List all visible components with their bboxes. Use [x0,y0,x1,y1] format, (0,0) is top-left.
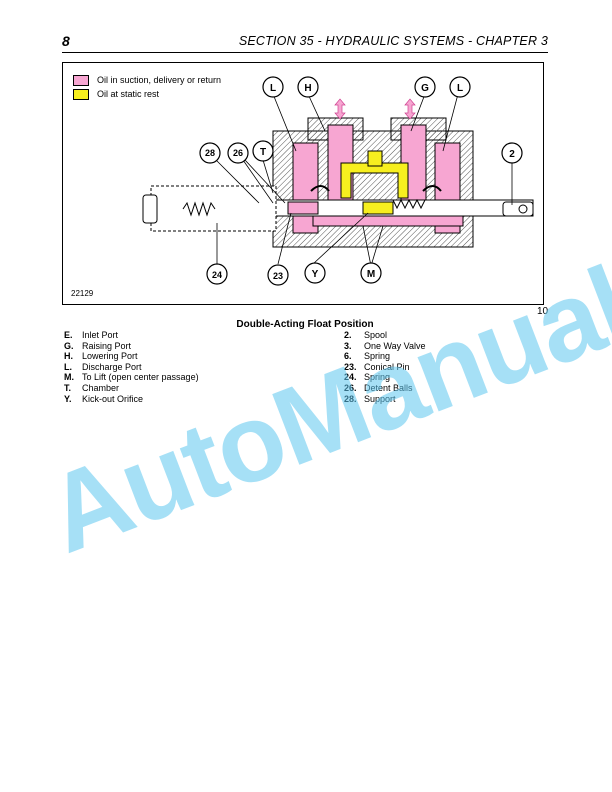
section-title: SECTION 35 - HYDRAULIC SYSTEMS - CHAPTER… [238,34,548,48]
callout-23: 23 [267,264,289,286]
key-row: 23.Conical Pin [344,361,410,372]
valve-cross-section-drawing: L H G L 28 26 T 2 [142,76,534,286]
header-divider [62,52,548,53]
callout-24: 24 [206,263,228,285]
legend-item-static: Oil at static rest [73,87,221,101]
key-row: 2.Spool [344,330,388,340]
callout-H: H [297,76,319,98]
key-row: H.Lowering Port [64,351,138,362]
legend-label: Oil in suction, delivery or return [97,75,222,85]
page-header: 8 SECTION 35 - HYDRAULIC SYSTEMS - CHAPT… [62,33,548,51]
key-row: M.To Lift (open center passage) [64,372,199,383]
figure-caption: Double-Acting Float Position [236,319,374,330]
svg-text:G: G [421,83,429,94]
page-number: 8 [62,33,70,49]
legend-item-suction: Oil in suction, delivery or return [73,73,221,87]
key-row: G.Raising Port [64,340,132,351]
callout-26: 26 [227,142,249,164]
svg-text:T: T [260,147,266,158]
key-row: Y.Kick-out Orifice [64,393,144,404]
svg-text:L: L [270,83,276,94]
key-row: 28.Support [344,393,396,404]
svg-text:2: 2 [509,149,515,160]
valve-body [142,98,534,248]
svg-text:28: 28 [205,148,215,158]
callout-2: 2 [501,142,523,164]
svg-text:26: 26 [233,148,243,158]
key-row: L.Discharge Port [64,361,142,372]
key-row: 3.One Way Valve [344,340,426,351]
callout-L-right: L [449,76,471,98]
figure-number: 10 [537,306,549,317]
key-row: E.Inlet Port [64,330,119,340]
callout-Y: Y [304,262,326,284]
key-row: 24.Spring [344,372,391,383]
legend-swatch-yellow [73,88,89,100]
svg-text:L: L [457,83,463,94]
svg-text:23: 23 [273,271,283,281]
key-row: 26.Detent Balls [344,382,413,393]
legend-key-left: E.Inlet Port G.Raising Port H.Lowering P… [64,330,199,404]
svg-text:M: M [367,269,375,280]
callout-M: M [360,262,382,284]
key-row: 6.Spring [344,351,391,362]
svg-text:Y: Y [312,269,319,280]
legend-key-right: 2.Spool 3.One Way Valve 6.Spring 23.Coni… [344,330,426,404]
callout-L-left: L [262,76,284,98]
callout-T: T [252,140,274,162]
hydraulic-valve-figure: Oil in suction, delivery or return Oil a… [62,62,544,305]
legend-swatch-pink [73,74,89,86]
svg-text:24: 24 [212,270,222,280]
key-row: T.Chamber [64,382,120,393]
figure-legend: Oil in suction, delivery or return Oil a… [73,73,221,101]
callout-G: G [414,76,436,98]
figure-id: 22129 [71,289,94,298]
legend-label: Oil at static rest [97,89,160,99]
callout-28: 28 [199,142,221,164]
svg-text:H: H [304,83,311,94]
leader-lines [215,93,513,267]
